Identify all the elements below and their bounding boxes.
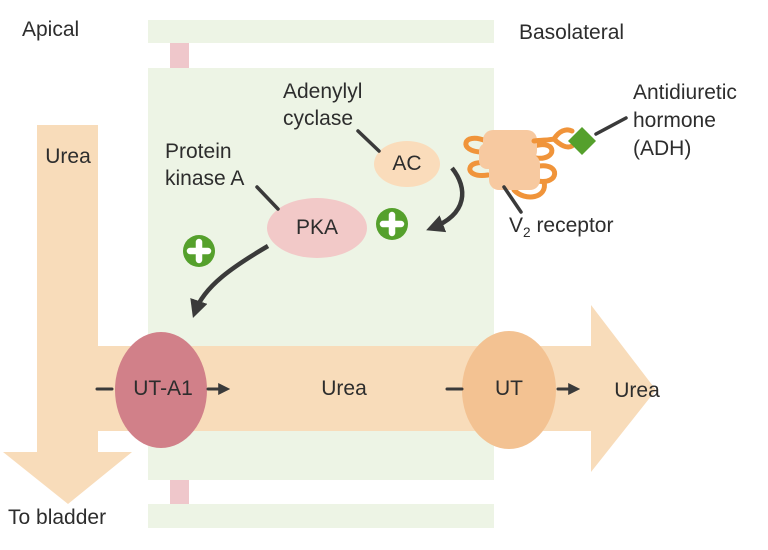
pka-enzyme <box>267 198 367 258</box>
adenylyl-cyclase-line2: cyclase <box>283 107 354 130</box>
protein-kinase-line1: Protein <box>165 140 232 163</box>
adh-pointer-line <box>594 116 628 136</box>
v2-receptor-shape <box>463 127 596 200</box>
v2-subscript: 2 <box>523 225 531 241</box>
basolateral-label: Basolateral <box>519 21 625 44</box>
receptor-binding-arm <box>551 136 575 150</box>
protein-kinase-pointer-line <box>255 185 280 211</box>
ut-label: UT <box>495 377 523 400</box>
pka-activation-arrow <box>190 244 270 318</box>
protein-kinase-label: Protein kinase A <box>165 138 244 192</box>
receptor-loop-icon <box>531 142 555 161</box>
ac-activation-arrow <box>426 166 465 233</box>
adh-diamond-icon <box>568 127 596 155</box>
pka-abbrev-label: PKA <box>295 216 339 239</box>
ut-a1-label: UT-A1 <box>133 377 193 400</box>
receptor-loop-icon <box>511 179 547 200</box>
ut-transporter <box>462 331 556 449</box>
ut-a1-transporter <box>115 332 207 448</box>
tight-junction-bottom <box>170 480 189 504</box>
adenylyl-cyclase-enzyme <box>374 141 440 187</box>
adenylyl-cyclase-line1: Adenylyl <box>283 80 363 103</box>
adenylyl-cyclase-label: Adenylyl cyclase <box>283 78 362 132</box>
receptor-binding-arm <box>531 136 557 144</box>
stimulation-plus-icon <box>183 235 215 267</box>
adh-line3: (ADH) <box>633 137 692 160</box>
stimulation-plus-icon <box>376 208 408 240</box>
adh-line1: Antidiuretic <box>633 81 737 104</box>
receptor-binding-arm <box>551 127 575 142</box>
receptor-helix-bundle <box>479 143 505 169</box>
to-bladder-label: To bladder <box>8 506 107 529</box>
adh-line2: hormone <box>633 109 716 132</box>
ac-abbrev-label: AC <box>392 152 422 175</box>
apical-label: Apical <box>22 18 80 41</box>
adh-label: Antidiuretic hormone (ADH) <box>633 79 737 163</box>
apical-membrane-strip-top <box>148 20 494 43</box>
tight-junction-top <box>170 43 189 68</box>
v2-receptor-label: V2 receptor <box>509 214 613 245</box>
protein-kinase-line2: kinase A <box>165 167 245 190</box>
adenylyl-cyclase-pointer-line <box>356 129 381 153</box>
receptor-loop-icon <box>535 163 558 184</box>
urea-cell-label: Urea <box>321 377 367 400</box>
urea-lumen-flow-arrow <box>3 125 132 504</box>
urea-interstitium-label: Urea <box>614 379 660 402</box>
v2-rest: receptor <box>530 214 614 237</box>
receptor-loop-icon <box>463 135 489 155</box>
urea-lumen-label: Urea <box>45 145 91 168</box>
v2-prefix: V <box>509 214 524 237</box>
v2-receptor-pointer-line <box>502 185 523 214</box>
membrane-strip-bottom <box>148 504 494 528</box>
